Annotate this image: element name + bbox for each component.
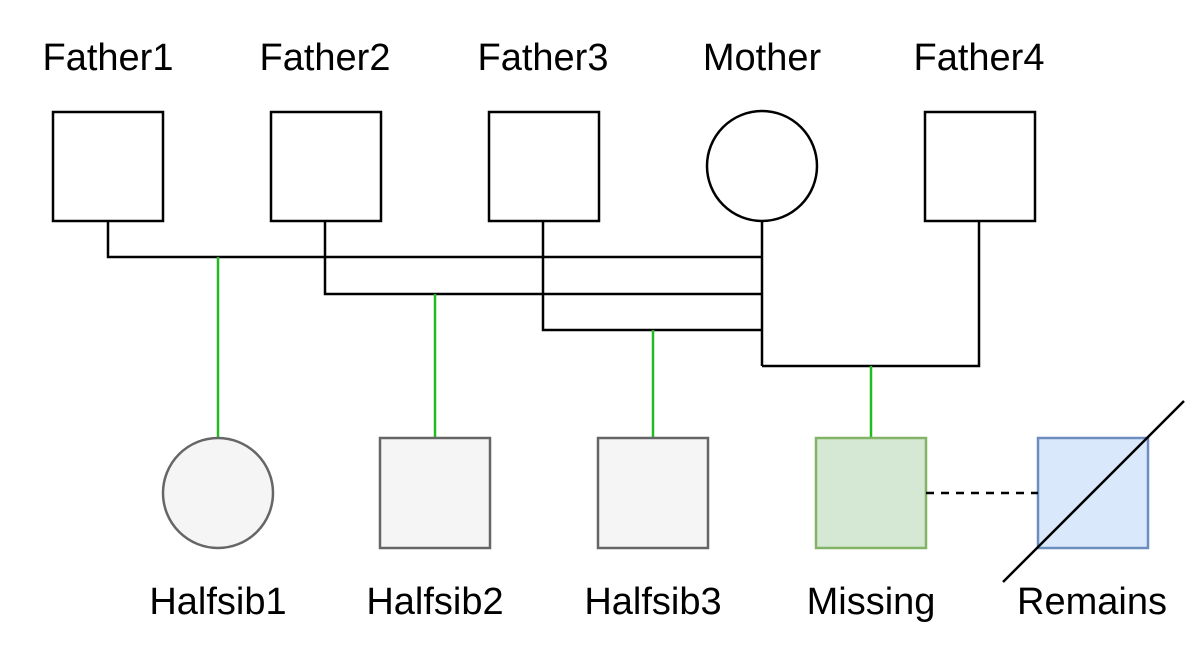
halfsib2-label: Halfsib2 bbox=[366, 581, 503, 623]
halfsib1-symbol bbox=[161, 436, 275, 550]
mating-line-father2-mother bbox=[323, 221, 762, 296]
halfsib2-symbol bbox=[378, 436, 492, 550]
mating-line-father1-mother bbox=[106, 221, 762, 259]
halfsib1-label: Halfsib1 bbox=[149, 581, 286, 623]
father3-label: Father3 bbox=[478, 37, 609, 79]
father4-symbol bbox=[923, 110, 1037, 223]
mother-symbol bbox=[705, 109, 819, 223]
remains-label: Remains bbox=[1017, 581, 1167, 623]
remains-deceased-slash bbox=[1002, 400, 1185, 583]
father2-symbol bbox=[269, 110, 383, 223]
mother-label: Mother bbox=[703, 37, 822, 79]
halfsib3-label: Halfsib3 bbox=[584, 581, 721, 623]
father1-symbol bbox=[51, 110, 165, 223]
mating-line-father4-mother bbox=[762, 221, 981, 368]
missing-label: Missing bbox=[807, 581, 936, 623]
mating-line-father3-mother bbox=[541, 221, 762, 332]
father2-label: Father2 bbox=[260, 37, 391, 79]
father1-label: Father1 bbox=[43, 37, 174, 79]
father4-label: Father4 bbox=[914, 37, 1045, 79]
missing-symbol bbox=[814, 436, 928, 550]
father3-symbol bbox=[487, 110, 601, 223]
halfsib3-symbol bbox=[596, 436, 710, 550]
